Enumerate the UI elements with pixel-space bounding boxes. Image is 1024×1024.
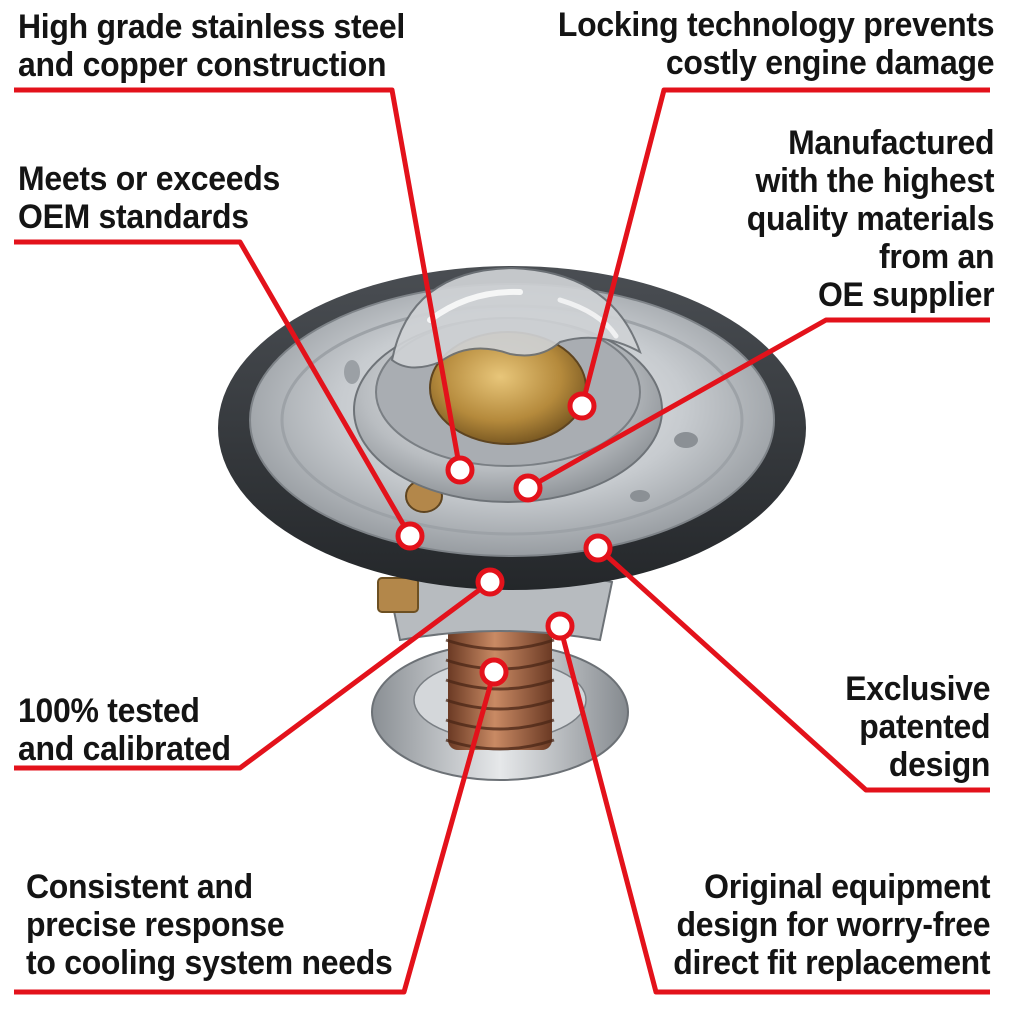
leader-line-precise-response	[14, 671, 497, 995]
callout-line: quality materials	[746, 200, 995, 238]
leader-line-direct-fit	[557, 625, 990, 995]
callout-line: Exclusive	[845, 670, 990, 708]
callout-dot-patented-design	[583, 533, 613, 563]
callout-precise-response: Consistent and precise response to cooli…	[26, 868, 393, 982]
callout-line: direct fit replacement	[672, 944, 990, 982]
leader-line-patented-design	[596, 546, 990, 793]
leader-line-locking-technology	[579, 87, 990, 407]
valve-dome	[390, 266, 642, 369]
flange-dimple	[674, 432, 698, 448]
leader-line-tested-calibrated	[14, 579, 492, 771]
callout-line: and calibrated	[18, 730, 231, 768]
leader-lines	[14, 87, 990, 995]
yoke-tab	[377, 577, 419, 613]
leader-line-stainless-steel	[14, 87, 463, 471]
callout-line: design for worry-free	[676, 906, 990, 944]
leader-line-oem-standards	[14, 239, 413, 538]
callout-direct-fit: Original equipment design for worry-free…	[673, 868, 990, 982]
callout-line: to cooling system needs	[26, 944, 393, 982]
callout-line: Manufactured	[787, 124, 994, 162]
callout-tested-calibrated: 100% tested and calibrated	[18, 692, 231, 768]
callout-line: OEM standards	[18, 198, 249, 236]
callout-line: and copper construction	[18, 46, 387, 84]
callout-dot-tested-calibrated	[475, 567, 505, 597]
callout-oe-supplier: Manufactured with the highest quality ma…	[746, 124, 995, 314]
callout-line: OE supplier	[817, 276, 995, 314]
callout-line: from an	[878, 238, 995, 276]
callout-line: Consistent and	[26, 868, 253, 906]
callout-line: design	[888, 746, 991, 784]
flange-dimple	[344, 360, 360, 384]
callout-line: Original equipment	[703, 868, 990, 906]
callout-patented-design: Exclusive patented design	[845, 670, 990, 784]
callout-line: 100% tested	[18, 692, 200, 730]
valve-dome-highlight	[427, 288, 523, 323]
callout-locking-technology: Locking technology prevents costly engin…	[557, 6, 995, 82]
callout-dot-precise-response	[479, 657, 509, 687]
callout-line: patented	[859, 708, 990, 746]
callout-dot-stainless-steel	[445, 455, 475, 485]
callout-oem-standards: Meets or exceeds OEM standards	[18, 160, 280, 236]
callout-dot-oem-standards	[395, 521, 425, 551]
callout-line: with the highest	[755, 162, 994, 200]
callout-dot-oe-supplier	[513, 473, 543, 503]
callout-line: precise response	[26, 906, 285, 944]
callout-dot-direct-fit	[545, 611, 575, 641]
callout-line: High grade stainless steel	[18, 8, 406, 46]
callout-line: Meets or exceeds	[18, 160, 280, 198]
leader-line-oe-supplier	[526, 317, 990, 491]
callout-dot-locking-technology	[567, 391, 597, 421]
flange-dimple	[630, 490, 650, 502]
callout-line: costly engine damage	[665, 44, 995, 82]
callout-line: Locking technology prevents	[557, 6, 995, 44]
callout-stainless-steel: High grade stainless steel and copper co…	[18, 8, 405, 84]
valve-dome-highlight	[557, 297, 619, 339]
